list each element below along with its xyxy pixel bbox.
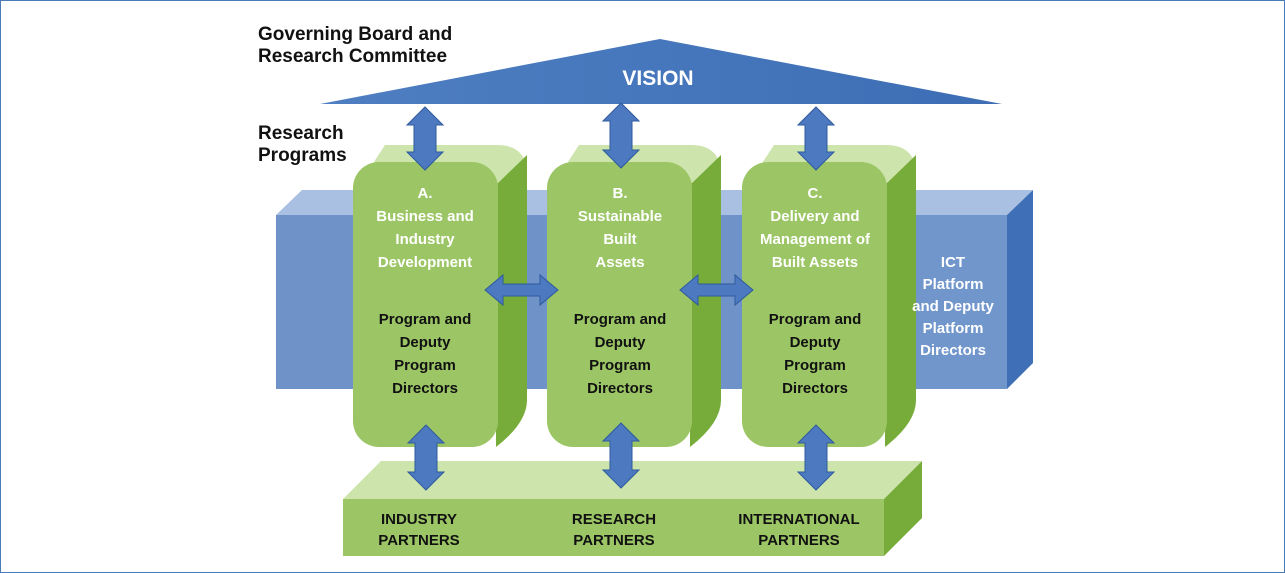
arrow-program-a-b: [484, 273, 559, 307]
program-a-title-line: A.: [418, 185, 433, 202]
program-b-title-line: Built: [603, 231, 636, 248]
program-b-directors-line: Deputy: [595, 334, 646, 351]
program-c-title-line: Delivery and: [770, 208, 859, 225]
program-c-title: C. Delivery and Management of Built Asse…: [760, 185, 871, 271]
program-b-directors-line: Program: [589, 357, 651, 374]
international-partners-line: INTERNATIONAL: [738, 511, 859, 528]
program-column-a: [353, 145, 527, 447]
industry-partners-line: PARTNERS: [378, 532, 459, 549]
industry-partners-line: INDUSTRY: [381, 511, 457, 528]
partners-bar: [343, 461, 922, 556]
governing-board-line-1: Governing Board and: [258, 24, 453, 45]
program-a-directors: Program and Deputy Program Directors: [379, 311, 472, 397]
ict-platform-line: Platform: [923, 276, 984, 293]
program-a-title-line: Development: [378, 254, 472, 271]
program-c-directors-line: Deputy: [790, 334, 841, 351]
program-a-directors-line: Directors: [392, 380, 458, 397]
arrow-vision-program-b: [601, 102, 641, 169]
international-partners-line: PARTNERS: [758, 532, 839, 549]
vision-roof: [320, 39, 1002, 104]
program-b-title-line: B.: [613, 185, 628, 202]
program-a-title-line: Industry: [395, 231, 455, 248]
governing-board-line-2: Research Committee: [258, 46, 448, 67]
industry-partners-label: INDUSTRY PARTNERS: [378, 511, 459, 549]
ict-platform-line: Directors: [920, 342, 986, 359]
program-column-c: [742, 145, 916, 447]
program-a-title-line: Business and: [376, 208, 474, 225]
program-a-title: A. Business and Industry Development: [376, 185, 474, 271]
arrow-program-b-c: [679, 273, 754, 307]
program-b-directors-line: Directors: [587, 380, 653, 397]
ict-platform-line: ICT: [941, 254, 965, 271]
arrow-vision-program-a: [405, 106, 445, 171]
program-b-title-line: Sustainable: [578, 208, 662, 225]
research-partners-line: PARTNERS: [573, 532, 654, 549]
program-c-title-line: Built Assets: [772, 254, 858, 271]
program-column-b: [547, 145, 721, 447]
arrow-vision-program-c: [796, 106, 836, 171]
ict-platform-label: ICT Platform and Deputy Platform Directo…: [912, 254, 994, 359]
program-b-directors-line: Program and: [574, 311, 667, 328]
international-partners-label: INTERNATIONAL PARTNERS: [738, 511, 859, 549]
ict-platform-line: and Deputy: [912, 298, 994, 315]
program-c-directors-line: Program and: [769, 311, 862, 328]
arrow-program-b-partners: [601, 422, 641, 489]
research-programs-line-2: Programs: [258, 145, 347, 166]
research-partners-label: RESEARCH PARTNERS: [572, 511, 656, 549]
program-a-directors-line: Program: [394, 357, 456, 374]
program-b-title: B. Sustainable Built Assets: [578, 185, 662, 271]
program-c-directors-line: Directors: [782, 380, 848, 397]
research-programs-line-1: Research: [258, 123, 344, 144]
governing-board-label: Governing Board and Research Committee: [258, 24, 452, 68]
arrow-program-c-partners: [796, 424, 836, 491]
program-a-directors-line: Deputy: [400, 334, 451, 351]
program-a-directors-line: Program and: [379, 311, 472, 328]
program-c-directors: Program and Deputy Program Directors: [769, 311, 862, 397]
program-c-title-line: C.: [808, 185, 823, 202]
ict-platform-line: Platform: [923, 320, 984, 337]
program-c-title-line: Management of: [760, 231, 871, 248]
program-b-directors: Program and Deputy Program Directors: [574, 311, 667, 397]
ict-platform-face: [900, 215, 1007, 389]
arrow-program-a-partners: [406, 424, 446, 491]
program-b-title-line: Assets: [595, 254, 644, 271]
research-programs-label: Research Programs: [258, 123, 347, 167]
vision-label: VISION: [622, 67, 693, 90]
research-partners-line: RESEARCH: [572, 511, 656, 528]
program-c-directors-line: Program: [784, 357, 846, 374]
